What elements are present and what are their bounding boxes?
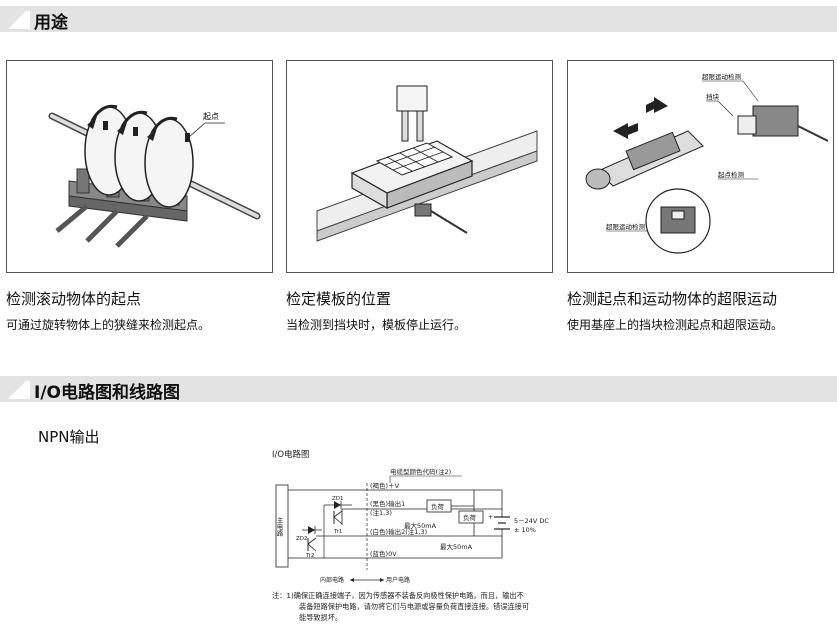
- max-current-2: 最大50mA: [440, 542, 473, 551]
- note-line-1: 注：1)确保正确连接端子，因为传感器不装备反向极性保护电路。而且，输出不: [272, 591, 524, 600]
- section-slash-icon: [8, 11, 30, 29]
- illustration-overtravel: 超限运动检测 挡块 起点检测 超限运动检测: [567, 60, 834, 273]
- application-desc-1: 可通过旋转物体上的狭缝来检测起点。: [6, 318, 211, 332]
- zd2-label: ZD2: [296, 536, 308, 542]
- circuit-title: I/O电路图: [272, 449, 310, 460]
- circuit-notes: 注：1)确保正确连接端子，因为传感器不装备反向极性保护电路。而且，输出不 装备短…: [272, 590, 529, 623]
- section-title: 用途: [34, 13, 68, 33]
- application-desc-3: 使用基座上的挡块检测起点和超限运动。: [567, 318, 784, 332]
- max-current-1: 最大50mA: [404, 521, 437, 530]
- section-title: I/O电路图和线路图: [34, 383, 180, 403]
- internal-circuit-label: 内部电路: [320, 576, 344, 584]
- cable-color-code: 电缆型颜色代码(注2): [390, 467, 451, 476]
- wire-blue-0v: (蓝色)0V: [370, 549, 397, 558]
- callout-start-point: 起点: [203, 112, 219, 121]
- tr2-label: Tr2: [305, 553, 314, 559]
- application-title-1: 检测滚动物体的起点: [6, 290, 142, 308]
- tr1-label: Tr1: [333, 529, 342, 535]
- callout-dog: 挡块: [706, 92, 720, 101]
- callout-origin: 起点检测: [718, 170, 745, 179]
- callout-overtravel-bottom: 超限运动检测: [606, 222, 646, 231]
- supply-voltage: 5－24V DC: [514, 517, 549, 525]
- wire-black-out1: (黑色)输出1: [370, 499, 405, 508]
- callout-overtravel-top: 超限运动检测: [702, 72, 742, 81]
- illustration-rotating-start: 起点: [6, 60, 273, 273]
- main-circuit-label: 主电路: [275, 516, 283, 538]
- note-line-2: 装备短路保护电路，请勿将它们与电源或容量负荷直接连接。错误连接可: [299, 602, 530, 611]
- wire-white-out2: (白色)输出2(注1,3): [370, 527, 427, 536]
- section-header-io: I/O电路图和线路图: [0, 376, 837, 403]
- supply-tolerance: ± 10%: [514, 526, 536, 534]
- note-line-3: 能导致损坏。: [299, 613, 343, 622]
- load-2: 负荷: [463, 513, 477, 522]
- section-slash-icon: [8, 381, 30, 399]
- zd1-label: ZD1: [332, 496, 344, 502]
- illustration-template-position: [286, 60, 553, 273]
- plus-sign: +: [488, 514, 493, 521]
- wire-out1-note: (注1,3): [370, 508, 392, 517]
- section-header-usage: 用途: [0, 6, 837, 33]
- application-desc-2: 当检测到挡块时，模板停止运行。: [286, 318, 467, 332]
- wire-brown-v: (褐色)＋V: [370, 481, 400, 490]
- application-title-2: 检定模板的位置: [286, 290, 392, 308]
- io-circuit-diagram: I/O电路图 电缆型颜色代码(注2) 主电路 (褐色)＋V (黑色)输出1 (注…: [272, 449, 549, 584]
- load-1: 负荷: [431, 502, 445, 511]
- npn-output-heading: NPN输出: [38, 428, 100, 446]
- user-circuit-label: 用户电路: [386, 576, 410, 584]
- application-title-3: 检测起点和运动物体的超限运动: [567, 290, 778, 308]
